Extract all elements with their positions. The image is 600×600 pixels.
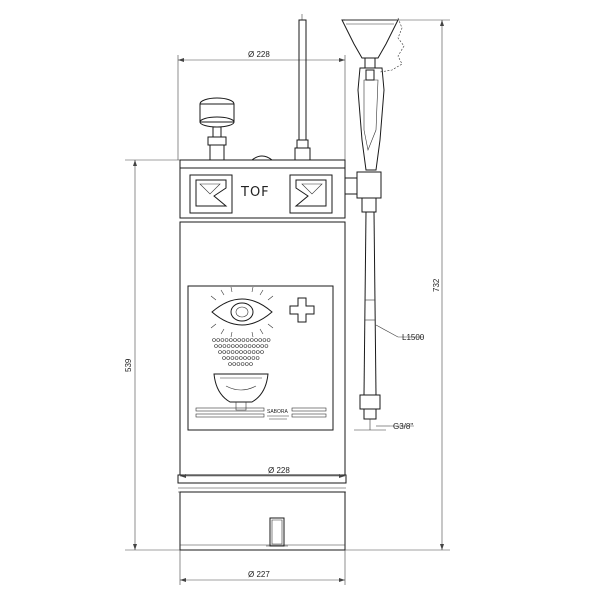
- spray-droplet: [212, 338, 216, 342]
- hose: [354, 211, 386, 431]
- spray-droplet: [251, 356, 256, 360]
- spray-droplet: [243, 350, 247, 354]
- spray-droplet: [239, 350, 243, 354]
- spray-droplet: [233, 338, 237, 342]
- dimension-mid-width: Ø 228: [180, 466, 345, 478]
- spray-droplet: [252, 344, 256, 348]
- spray-droplet: [214, 344, 218, 348]
- spray-droplet: [230, 356, 235, 360]
- dimension-top-width-label: Ø 228: [248, 50, 270, 59]
- drain-outlet: [266, 517, 288, 547]
- shower-holder-bracket: [344, 171, 382, 213]
- spray-droplet: [250, 338, 254, 342]
- spray-droplet: [249, 362, 253, 366]
- spray-droplet: [222, 350, 226, 354]
- placard-stripes: SABORA: [195, 407, 327, 420]
- spray-droplet: [245, 362, 249, 366]
- tof-logo: TOF: [240, 185, 270, 200]
- spray-droplet: [256, 344, 260, 348]
- spray-droplet: [218, 344, 222, 348]
- gauge-icon: [199, 97, 235, 161]
- spray-droplet: [228, 362, 232, 366]
- spray-droplet: [220, 338, 225, 342]
- spray-droplet: [262, 338, 267, 342]
- spray-droplet: [255, 350, 260, 354]
- spray-droplet: [243, 344, 248, 348]
- spray-droplet: [240, 362, 245, 366]
- thread-label: G3/8": [393, 422, 413, 431]
- spray-droplet: [264, 344, 269, 348]
- spray-icon: [212, 338, 271, 366]
- spray-droplet: [243, 356, 247, 360]
- instruction-placard: SABORA: [187, 285, 334, 431]
- tank-body: [177, 159, 347, 551]
- spray-droplet: [241, 338, 246, 342]
- brand-label: SABORA: [267, 409, 289, 415]
- dimension-bottom-width: Ø 227: [179, 550, 346, 585]
- spray-droplet: [224, 338, 229, 342]
- spray-droplet: [226, 344, 231, 348]
- dimension-top-width: Ø 228: [177, 50, 346, 160]
- fill-cap: [251, 155, 273, 161]
- dimension-bottom-width-label: Ø 227: [248, 570, 270, 579]
- spray-droplet: [247, 356, 251, 360]
- hand-shower-handle: [357, 67, 385, 171]
- spray-droplet: [229, 338, 233, 342]
- spray-droplet: [266, 338, 271, 342]
- dimension-mid-width-label: Ø 228: [268, 466, 290, 475]
- spray-droplet: [235, 344, 239, 348]
- dimension-body-height-label: 539: [124, 358, 133, 372]
- funnel-icon: [341, 17, 405, 73]
- spray-droplet: [254, 338, 258, 342]
- dimension-body-height: 539: [124, 159, 180, 551]
- spray-droplet: [258, 338, 263, 342]
- pressure-rod: [294, 14, 311, 161]
- spray-droplet: [236, 362, 241, 366]
- spray-droplet: [231, 344, 235, 348]
- eye-icon: [210, 286, 274, 338]
- spray-droplet: [251, 350, 256, 354]
- spray-droplet: [260, 344, 265, 348]
- spray-droplet: [218, 350, 222, 354]
- left-valve-handle: [189, 174, 233, 214]
- spray-droplet: [255, 356, 260, 360]
- right-valve-handle: [289, 174, 333, 214]
- spray-droplet: [239, 356, 243, 360]
- cross-icon: [289, 297, 315, 323]
- spray-droplet: [226, 350, 231, 354]
- thread-callout: G3/8": [376, 422, 414, 431]
- spray-droplet: [232, 362, 236, 366]
- spray-droplet: [216, 338, 220, 342]
- basin-icon: [213, 373, 269, 411]
- hose-length-callout: L1500: [375, 324, 425, 342]
- dimension-total-height: 732: [345, 19, 450, 551]
- spray-droplet: [226, 356, 230, 360]
- hose-length-label: L1500: [402, 333, 425, 342]
- spray-droplet: [247, 350, 252, 354]
- spray-droplet: [260, 350, 264, 354]
- spray-droplet: [245, 338, 250, 342]
- spray-droplet: [230, 350, 235, 354]
- spray-droplet: [239, 344, 243, 348]
- spray-droplet: [222, 344, 227, 348]
- spray-droplet: [237, 338, 241, 342]
- spray-droplet: [234, 356, 239, 360]
- spray-droplet: [235, 350, 239, 354]
- spray-droplet: [247, 344, 252, 348]
- spray-droplet: [222, 356, 226, 360]
- dimension-total-height-label: 732: [432, 278, 441, 292]
